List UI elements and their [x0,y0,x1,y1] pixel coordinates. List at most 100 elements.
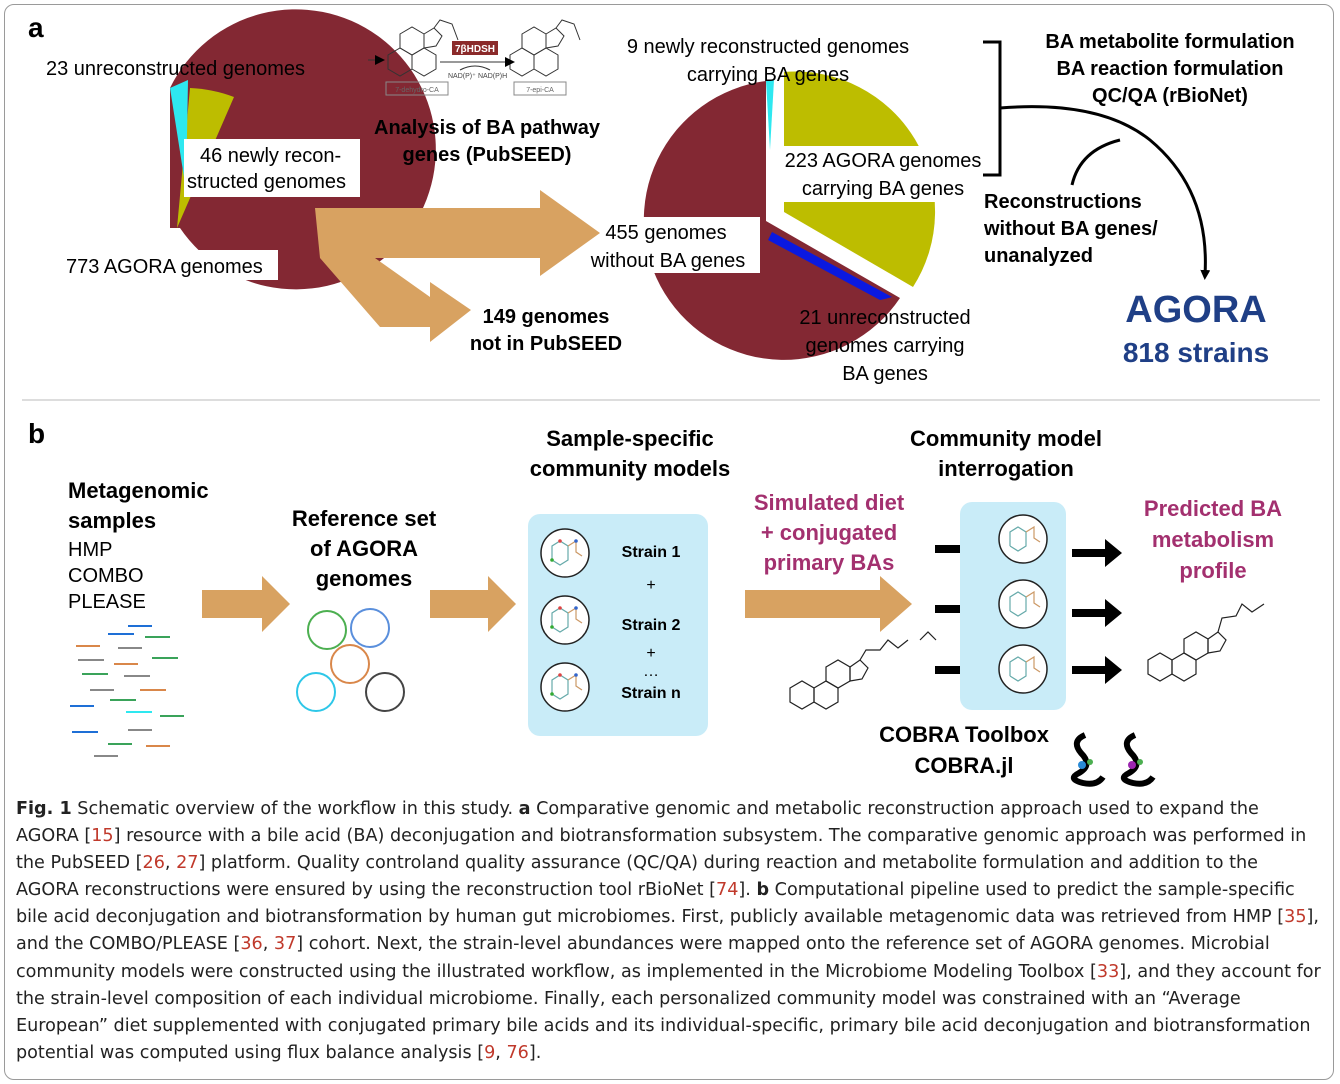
plus-1: + [646,577,655,594]
arrow-out-1 [1072,539,1122,567]
label-455-l1: 455 genomes [605,222,726,244]
caption-text: Comparative genomic and metabolic recons… [16,799,1259,847]
network-icon [540,528,590,578]
step-qcqa: QC/QA (rBioNet) [1092,85,1248,107]
diet-l3: primary BAs [764,550,895,575]
caption-text: ] platform. Quality controland quality a… [16,853,1258,901]
label-21-l1: 21 unreconstructed [799,307,970,329]
label-21-l2: genomes carrying [806,335,965,357]
network-icon [998,514,1048,564]
unconjugated-ba-structure [1147,603,1265,682]
flow-arrow [999,105,1211,280]
metagenomic-l2: samples [68,508,156,533]
panel-b-label: b [28,418,45,449]
metagenomic-l1: Metagenomic [68,478,209,503]
pie-slice-without-ba [643,81,900,360]
conjugated-ba-structure [789,631,937,710]
agora-title: AGORA [1125,289,1266,331]
citation-link[interactable]: 26 [142,853,165,874]
sequence-reads [70,625,184,757]
pie-slice-unrec-ba [768,232,892,300]
enzyme-box [452,41,498,55]
caption-sep: , [262,934,274,955]
source-combo: COMBO [68,565,144,587]
figure-caption: Fig. 1 Schematic overview of the workflo… [16,796,1326,1067]
source-please: PLEASE [68,591,146,613]
genome-circles [296,608,405,712]
reconstructions-l2: without BA genes/ [983,218,1158,240]
predicted-l1: Predicted BA [1144,496,1282,521]
label-9-newly-l2: carrying BA genes [687,64,849,86]
arrow-to-reference [202,576,290,632]
citation-link[interactable]: 33 [1096,961,1120,982]
citation-link[interactable]: 9 [484,1042,496,1063]
figure-frame [4,4,1334,1080]
source-hmp: HMP [68,539,112,561]
diet-l1: Simulated diet [754,490,905,515]
label-46-newly-l2: structed genomes [187,171,346,193]
caption-text: ], and the COMBO/PLEASE [ [16,907,1319,955]
product-label: 7-epi-CA [526,87,554,94]
label-9-newly-l1: 9 newly reconstructed genomes [627,36,909,58]
ellipsis: … [643,663,659,680]
bracket [983,40,1002,177]
reference-l2: of AGORA [310,536,418,561]
right-cofactor: NAD(P)H [478,73,507,80]
caption-text: Schematic overview of the workflow in th… [71,799,519,819]
caption-b: b [756,880,770,901]
arrow-to-community [430,576,516,632]
reconstructions-l3: unanalyzed [984,245,1093,267]
step-reaction: BA reaction formulation [1056,58,1283,80]
label-21-l3: BA genes [842,363,928,385]
analysis-title-l2: genes (PubSEED) [403,144,572,166]
panel-a-label: a [28,12,44,43]
predicted-l2: metabolism [1152,527,1274,552]
citation-link[interactable]: 76 [506,1042,529,1063]
arrow-diet [745,576,912,632]
caption-sep: , [495,1042,507,1063]
citation-link[interactable]: 74 [716,880,739,901]
caption-text: Computational pipeline used to predict t… [16,880,1295,928]
pie-slice-unreconstructed [170,80,188,190]
strain-n: Strain n [621,685,681,702]
left-cofactor: NAD(P)⁺ [448,73,476,80]
caption-text: ]. [738,880,757,901]
pie-slice-newly-ba [766,80,774,150]
caption-text: ] cohort. Next, the strain-level abundan… [16,934,1270,982]
substrate-label: 7-dehydro-CA [395,87,439,94]
sample-l2: community models [530,456,730,481]
citation-link[interactable]: 36 [240,934,263,955]
label-box-agora [60,250,278,280]
label-223-l1: 223 AGORA genomes [785,150,982,172]
predicted-l3: profile [1179,558,1246,583]
tool-cobra-jl: COBRA.jl [915,753,1014,778]
citation-link[interactable]: 35 [1284,907,1307,928]
citation-link[interactable]: 15 [91,826,114,847]
label-box-455 [600,217,760,273]
reference-l1: Reference set [292,506,437,531]
network-icon [540,595,590,645]
not-pubseed-l1: 149 genomes [483,306,610,328]
figure-graphic: a 23 unreconstructed genomes 46 newly re… [22,9,1320,787]
strain-1: Strain 1 [622,544,681,561]
label-box-223 [772,146,998,202]
label-773-agora: 773 AGORA genomes [66,256,263,278]
analysis-title-l1: Analysis of BA pathway [374,117,601,139]
reaction-scheme [368,19,581,96]
reconstructions-l1: Reconstructions [984,191,1142,213]
label-box-newly [184,139,360,197]
label-46-newly-l1: 46 newly recon- [200,145,341,167]
caption-sep: , [164,853,177,874]
caption-text: ] resource with a bile acid (BA) deconju… [16,826,1307,874]
flow-arrow-join [1070,138,1121,186]
plus-2: + [646,645,655,662]
caption-fig-label: Fig. 1 [16,799,72,819]
network-icon [998,579,1048,629]
citation-link[interactable]: 37 [273,934,297,955]
network-icon [540,662,590,712]
citation-link[interactable]: 27 [176,853,199,874]
split-arrow [315,190,600,342]
caption-text: ], and they account for the strain-level… [16,961,1321,1063]
diet-l2: + conjugated [761,520,897,545]
enzyme-name: 7βHDSH [455,44,495,55]
